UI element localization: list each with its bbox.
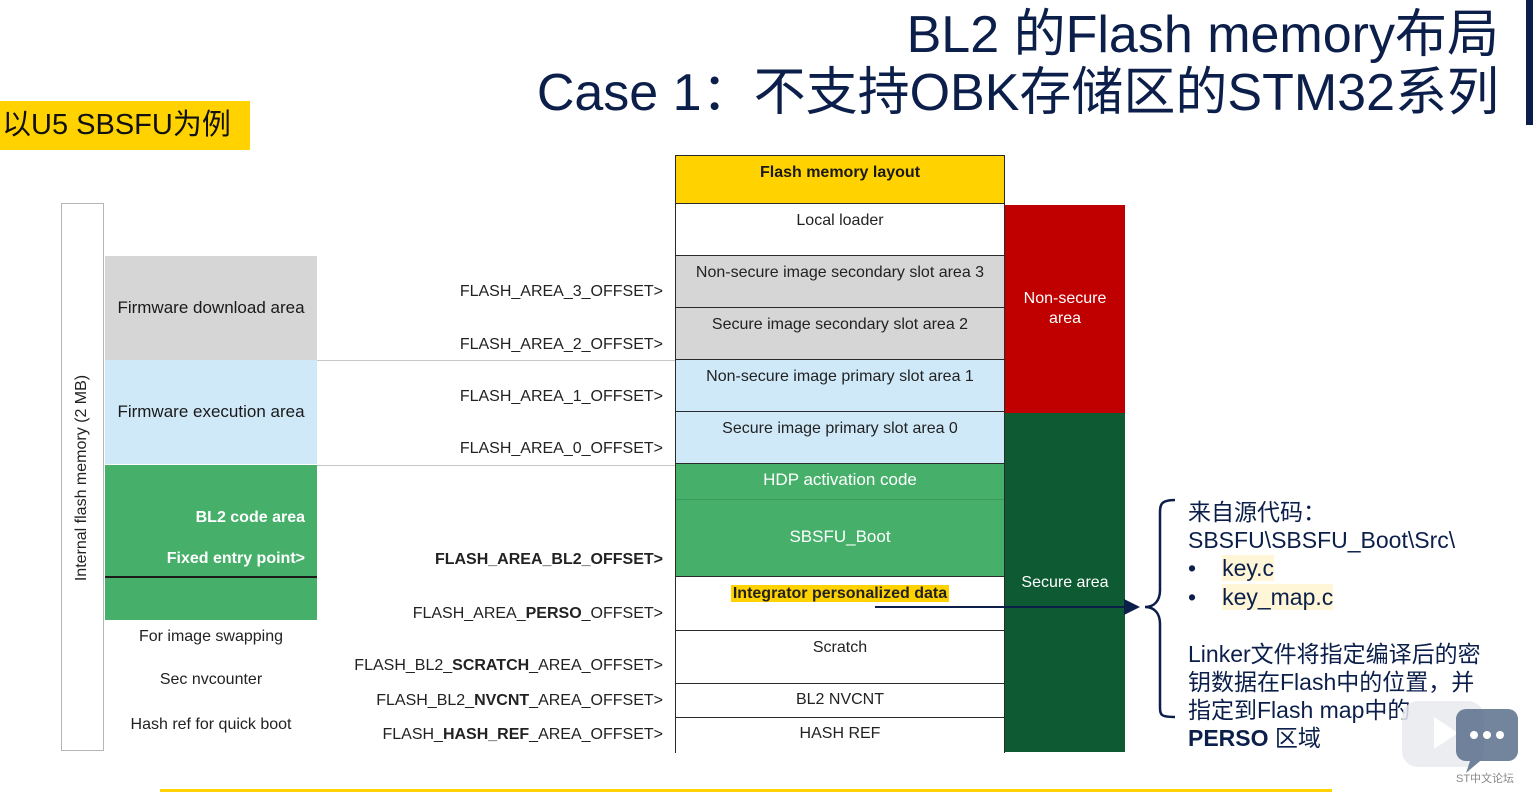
note-bullet-2: •key_map.c xyxy=(1188,584,1334,610)
s-secondary-slot2-cell: Secure image secondary slot area 2 xyxy=(676,308,1004,360)
page-title-line1: BL2 的Flash memory布局 xyxy=(906,6,1499,64)
fixed-entry-point-label: Fixed entry point> xyxy=(166,550,305,567)
sbsfu-boot-cell: SBSFU_Boot xyxy=(676,500,1004,577)
internal-flash-bar xyxy=(61,203,104,751)
page-title-line2: Case 1：不支持OBK存储区的STM32系列 xyxy=(536,64,1499,122)
edge-accent-bar xyxy=(1526,0,1533,125)
offset-scratch: FLASH_BL2_SCRATCH_AREA_OFFSET> xyxy=(354,657,663,674)
note-path-line: SBSFU\SBSFU_Boot\Src\ xyxy=(1188,527,1456,553)
integrator-data-label: Integrator personalized data xyxy=(730,585,950,602)
bl2-divider xyxy=(105,576,317,578)
offset-area1: FLASH_AREA_1_OFFSET> xyxy=(459,388,663,405)
bottom-rule xyxy=(160,789,1332,792)
hash-ref-cell: HASH REF xyxy=(676,718,1004,753)
bl2-code-area-label: BL2 code area xyxy=(195,509,305,526)
non-secure-area: Non-secure area xyxy=(1005,205,1125,413)
forum-logo-icon xyxy=(1402,701,1518,773)
hdp-activation-cell: HDP activation code xyxy=(676,464,1004,500)
ns-secondary-slot3-cell: Non-secure image secondary slot area 3 xyxy=(676,256,1004,308)
s-primary-slot0-cell: Secure image primary slot area 0 xyxy=(676,412,1004,464)
firmware-download-area: Firmware download area xyxy=(105,256,317,360)
firmware-execution-label: Firmware execution area xyxy=(117,402,305,421)
offset-hash-ref: FLASH_HASH_REF_AREA_OFFSET> xyxy=(382,726,663,743)
sec-nvcounter-label: Sec nvcounter xyxy=(159,671,263,688)
offset-nvcnt: FLASH_BL2_NVCNT_AREA_OFFSET> xyxy=(376,692,663,709)
flash-layout-header: Flash memory layout xyxy=(675,155,1005,204)
offset-perso: FLASH_AREA_PERSO_OFFSET> xyxy=(412,605,663,622)
example-tag: 以U5 SBSFU为例 xyxy=(0,101,250,150)
note-source-line: 来自源代码： xyxy=(1188,499,1326,525)
flash-layout-column: Local loader Non-secure image secondary … xyxy=(675,204,1005,753)
image-swapping-label: For image swapping xyxy=(138,628,284,645)
internal-flash-label: Internal flash memory (2 MB) xyxy=(73,374,90,582)
note-para-line1: Linker文件将指定编译后的密 xyxy=(1188,641,1481,667)
pointer-arrow-and-brace xyxy=(875,498,1176,719)
note-para-line2: 钥数据在Flash中的位置，并 xyxy=(1188,669,1475,695)
note-para-line3: 指定到Flash map中的 xyxy=(1188,697,1411,723)
firmware-download-label: Firmware download area xyxy=(117,298,305,317)
note-para-line4: PERSO 区域 xyxy=(1188,725,1321,751)
hash-ref-quick-boot-label: Hash ref for quick boot xyxy=(130,716,292,733)
secure-area: Secure area xyxy=(1005,413,1125,752)
offset-area3: FLASH_AREA_3_OFFSET> xyxy=(459,283,663,300)
divider-line xyxy=(317,360,675,361)
offset-area2: FLASH_AREA_2_OFFSET> xyxy=(459,336,663,353)
ns-primary-slot1-cell: Non-secure image primary slot area 1 xyxy=(676,360,1004,412)
note-bullet-1: •key.c xyxy=(1188,555,1275,581)
local-loader-cell: Local loader xyxy=(676,204,1004,256)
bl2-lower-area xyxy=(105,578,317,620)
offset-bl2: FLASH_AREA_BL2_OFFSET> xyxy=(434,551,663,568)
integrator-data-cell: Integrator personalized data xyxy=(676,577,1004,631)
watermark-text: ST中文论坛 xyxy=(1456,773,1515,785)
firmware-execution-area: Firmware execution area xyxy=(105,360,317,464)
offset-area0: FLASH_AREA_0_OFFSET> xyxy=(459,440,663,457)
bl2-code-area xyxy=(105,465,317,576)
bl2-nvcnt-cell: BL2 NVCNT xyxy=(676,684,1004,718)
divider-line xyxy=(317,465,675,466)
scratch-cell: Scratch xyxy=(676,631,1004,684)
